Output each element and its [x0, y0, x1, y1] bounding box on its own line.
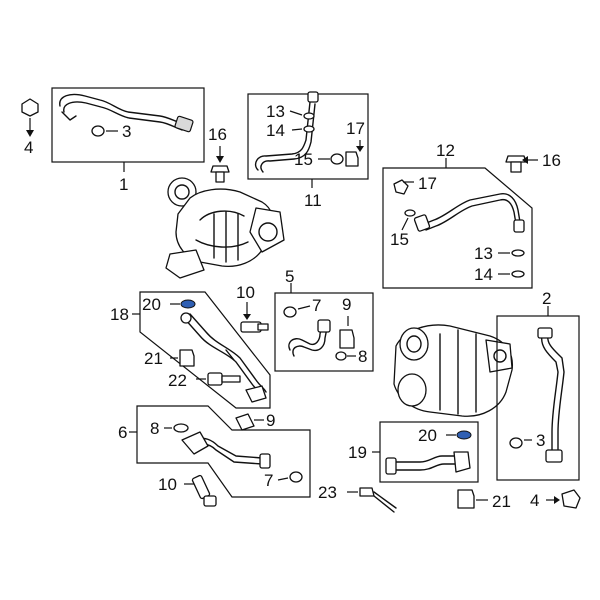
part-23: [347, 487, 397, 513]
part-21-right: [457, 489, 488, 509]
part-16-right: [505, 155, 538, 173]
turbocharger-lower: [393, 324, 514, 417]
callout-21: 21: [144, 349, 163, 368]
callout-14: 14: [266, 121, 285, 140]
part-9-left: [235, 413, 264, 431]
callout-10: 10: [158, 475, 177, 494]
callout-18: 18: [110, 305, 129, 324]
callout-13: 13: [474, 244, 493, 263]
group-19: [372, 421, 479, 483]
part-16-left: [210, 146, 230, 183]
callout-7: 7: [312, 296, 321, 315]
callout-20: 20: [418, 426, 437, 445]
callout-16: 16: [208, 125, 227, 144]
callout-22: 22: [168, 371, 187, 390]
callout-5: 5: [285, 267, 294, 286]
callout-21: 21: [492, 492, 511, 511]
callout-9: 9: [266, 411, 275, 430]
callout-19: 19: [348, 443, 367, 462]
part-22: [196, 372, 241, 386]
callout-10: 10: [236, 283, 255, 302]
group-1: [51, 87, 205, 172]
callout-2: 2: [542, 289, 551, 308]
callout-8: 8: [358, 347, 367, 366]
callout-12: 12: [436, 141, 455, 160]
part-4-left: [21, 98, 39, 137]
callout-6: 6: [118, 423, 127, 442]
callout-14: 14: [474, 265, 493, 284]
callout-13: 13: [266, 102, 285, 121]
part-10-upper: [240, 302, 269, 333]
callout-3: 3: [536, 431, 545, 450]
callout-16: 16: [542, 151, 561, 170]
callout-17: 17: [418, 174, 437, 193]
callout-11: 11: [304, 191, 322, 210]
group-2: [496, 306, 580, 481]
callout-8: 8: [150, 419, 159, 438]
callout-9: 9: [342, 295, 351, 314]
callout-3: 3: [122, 122, 131, 141]
callout-23: 23: [318, 483, 337, 502]
callout-20: 20: [142, 295, 161, 314]
callout-15: 15: [390, 230, 409, 249]
callout-4: 4: [530, 491, 539, 510]
callout-17: 17: [346, 119, 365, 138]
group-11: [247, 91, 369, 188]
part-10-lower: [184, 474, 217, 507]
group-6: [129, 405, 311, 498]
group-18: [132, 291, 271, 409]
group-5: [274, 283, 374, 372]
part-4-right: [546, 489, 581, 509]
callout-1: 1: [119, 175, 128, 194]
turbocharger-upper: [165, 177, 285, 279]
callout-15: 15: [294, 150, 313, 169]
callout-7: 7: [264, 471, 273, 490]
callout-4: 4: [24, 138, 33, 157]
group-12: [382, 158, 533, 289]
part-21-left: [170, 349, 195, 367]
